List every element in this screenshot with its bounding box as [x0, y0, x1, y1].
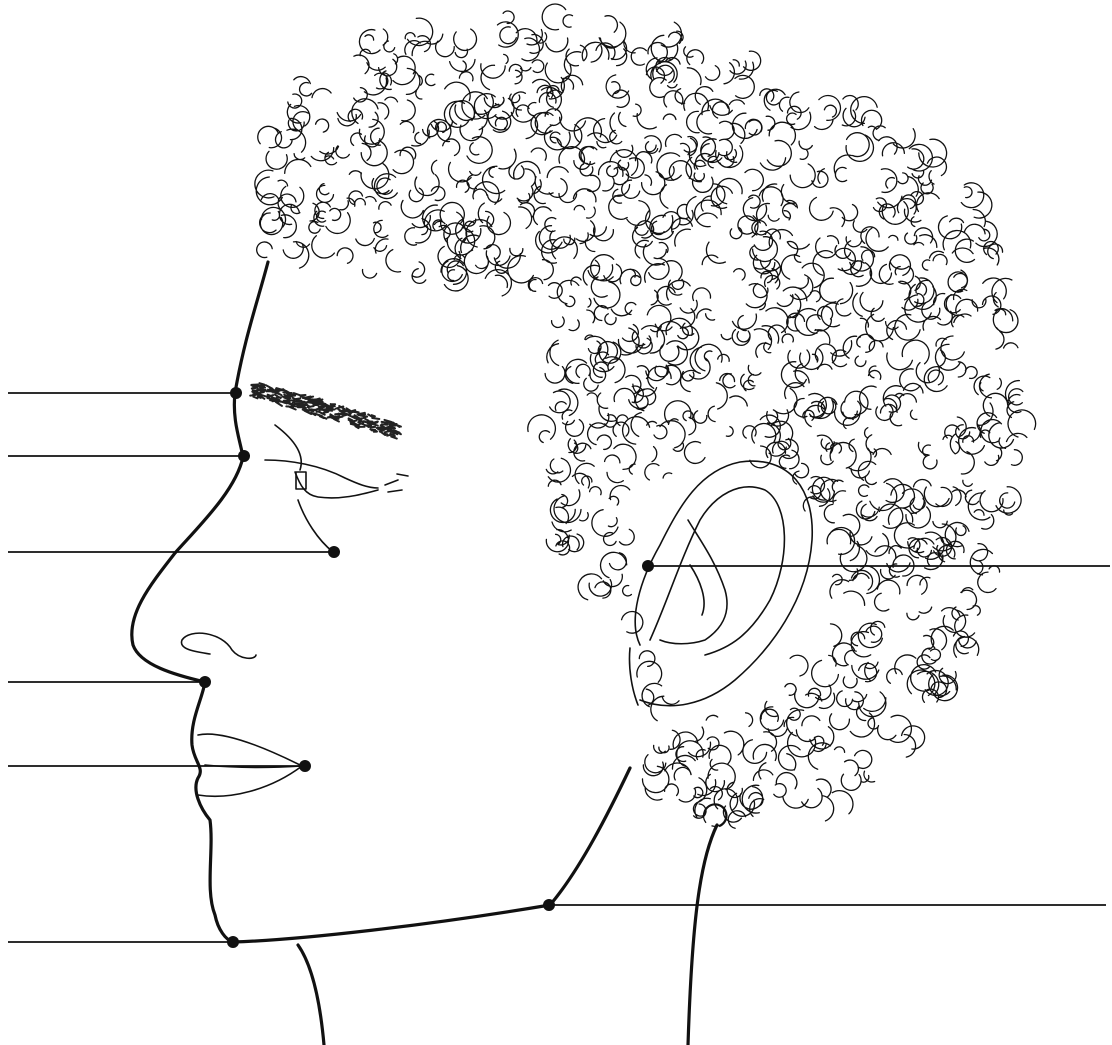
jaw-line	[233, 768, 630, 942]
landmark-dot-menton	[227, 936, 239, 948]
landmark-dot-nasion	[238, 450, 250, 462]
back-neck-line	[688, 825, 717, 1045]
landmark-dot-gonion	[543, 899, 555, 911]
landmark-dots	[199, 387, 654, 948]
landmark-dot-subnasale	[199, 676, 211, 688]
face-profile-outline	[132, 262, 268, 942]
nostril	[181, 633, 256, 658]
cheek-crease	[298, 500, 333, 552]
landmark-dot-mouth-corner	[299, 760, 311, 772]
eye-lower-lid	[295, 472, 378, 498]
ear-concha	[660, 520, 727, 644]
upper-lip	[198, 734, 302, 766]
eyebrow-strokes	[250, 383, 401, 438]
front-neck-line	[298, 945, 324, 1045]
lower-lip	[198, 766, 302, 796]
landmark-dot-orbitale	[328, 546, 340, 558]
eye-outer-marks	[385, 474, 408, 492]
landmark-dot-brow	[230, 387, 242, 399]
landmark-dot-tragion	[642, 560, 654, 572]
eye-upper-lid	[265, 460, 378, 488]
ear-outer	[635, 461, 812, 706]
eyebrow	[250, 383, 401, 438]
leader-lines	[8, 393, 1110, 942]
